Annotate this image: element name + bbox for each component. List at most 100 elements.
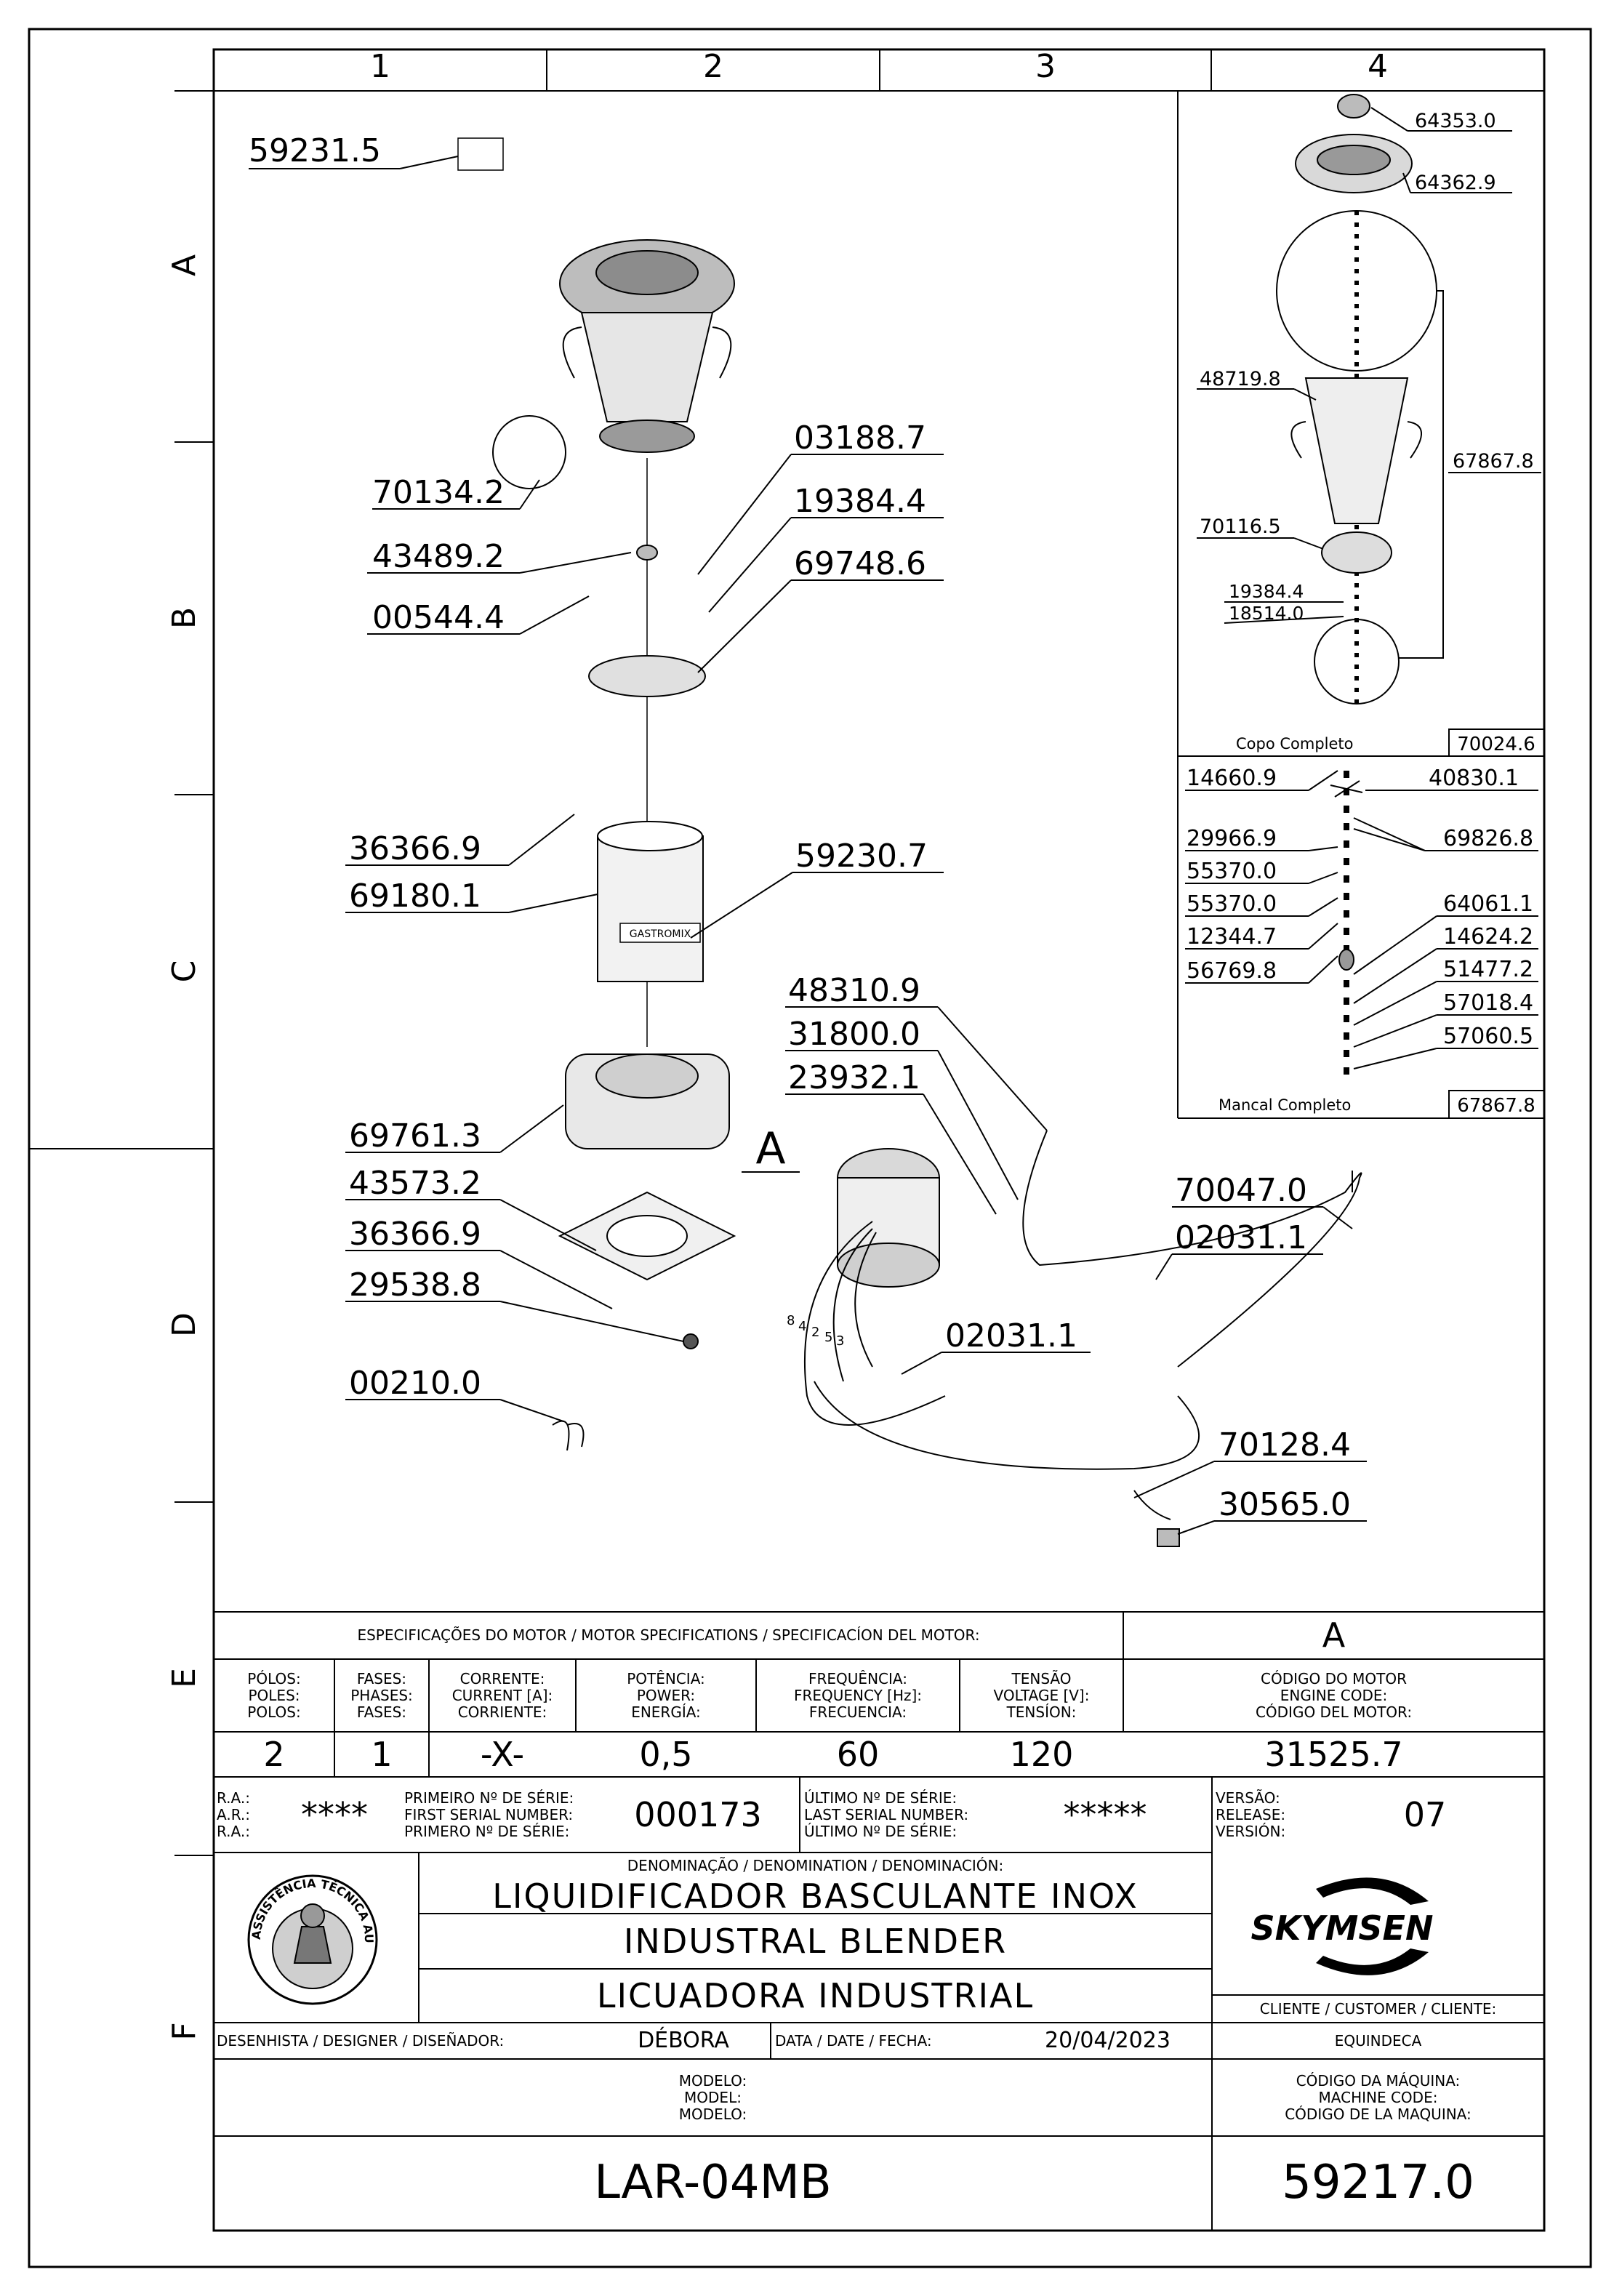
- part-label: 19384.4: [794, 483, 926, 520]
- spec-value-power: 0,5: [639, 1734, 693, 1774]
- part-label: 02031.1: [945, 1317, 1077, 1354]
- product-name-es: LICUADORA INDUSTRIAL: [596, 1975, 1035, 2015]
- part-label: 70047.0: [1175, 1172, 1307, 1209]
- inset-mancal-label: 14660.9: [1187, 766, 1277, 791]
- part-label: 43573.2: [349, 1165, 481, 1202]
- spec-value-phases: 1: [371, 1734, 393, 1774]
- machine-code-value: 59217.0: [1282, 2156, 1474, 2210]
- copo-illustration: [1276, 94, 1444, 705]
- version-value: 07: [1403, 1794, 1447, 1834]
- part-label: 36366.9: [349, 1216, 481, 1253]
- assistance-stamp: [247, 1874, 378, 2005]
- section-marker: A: [755, 1123, 785, 1174]
- part-label: 70128.4: [1218, 1426, 1351, 1464]
- part-label: 31800.0: [788, 1016, 920, 1053]
- base-parts-illustration: [552, 458, 736, 1451]
- date-label: DATA / DATE / FECHA:: [775, 2031, 932, 2050]
- designer-label: DESENHISTA / DESIGNER / DISEÑADOR:: [217, 2031, 505, 2050]
- revision-letter: A: [1322, 1615, 1346, 1655]
- part-label: 30565.0: [1218, 1486, 1351, 1523]
- part-label: 29538.8: [349, 1267, 481, 1304]
- spec-value-frequency: 60: [836, 1734, 880, 1774]
- spec-header-poles: PÓLOS: POLES: POLOS:: [247, 1669, 301, 1721]
- svg-text:ASSISTÊNCIA TÉCNICA AUTORIZADA: ASSISTÊNCIA TÉCNICA AUTORIZADA: [246, 1873, 376, 1943]
- part-label: 59231.5: [249, 132, 381, 169]
- part-label: 03188.7: [794, 420, 926, 457]
- wire-number: 2: [811, 1325, 819, 1340]
- designer-value: DÉBORA: [638, 2027, 729, 2053]
- client-label: CLIENTE / CUSTOMER / CLIENTE:: [1259, 1999, 1497, 2018]
- column-label-1: 1: [370, 48, 390, 85]
- first-serial-value: 000173: [634, 1794, 762, 1834]
- spec-value-poles: 2: [263, 1734, 285, 1774]
- box-brand-text: GASTROMIX: [630, 928, 691, 940]
- ra-label: R.A.: A.R.: R.A.:: [217, 1789, 250, 1840]
- column-label-4: 4: [1368, 48, 1388, 85]
- inset-copo-label: 48719.8: [1200, 368, 1281, 390]
- inset-copo-label: 64353.0: [1415, 110, 1496, 132]
- row-label-b: B: [166, 607, 203, 629]
- wire-number: 8: [787, 1313, 795, 1328]
- stamp-text-ring: ASSISTÊNCIA TÉCNICA AUTORIZADA: [246, 1873, 376, 1943]
- part-label: 00544.4: [372, 599, 505, 636]
- row-label-d: D: [166, 1312, 203, 1337]
- product-name-en: INDUSTRAL BLENDER: [623, 1921, 1008, 1961]
- motor-spec-heading: ESPECIFICAÇÕES DO MOTOR / MOTOR SPECIFIC…: [357, 1626, 980, 1644]
- label-plate: [457, 137, 504, 171]
- inset-copo-code: 70024.6: [1457, 734, 1535, 755]
- date-value: 20/04/2023: [1045, 2027, 1171, 2053]
- blender-jar-illustration: [492, 239, 735, 489]
- part-label: 69761.3: [349, 1117, 481, 1155]
- model-label: MODELO: MODEL: MODELO:: [678, 2071, 747, 2123]
- row-label-f: F: [166, 2022, 203, 2040]
- title-block-lines: [213, 1611, 1544, 2231]
- part-label: 36366.9: [349, 830, 481, 867]
- inset-mancal-label: 56769.8: [1187, 958, 1277, 984]
- spec-value-voltage: 120: [1009, 1734, 1074, 1774]
- inset-mancal-label: 57018.4: [1443, 990, 1533, 1016]
- wire-number: 5: [824, 1330, 832, 1345]
- row-label-e: E: [166, 1668, 203, 1688]
- product-name-pt: LIQUIDIFICADOR BASCULANTE INOX: [492, 1876, 1139, 1916]
- inset-mancal-code: 67867.8: [1457, 1095, 1535, 1117]
- inset-mancal-label: 64061.1: [1443, 891, 1533, 917]
- spec-header-phases: FASES: PHASES: FASES:: [350, 1669, 413, 1721]
- inset-mancal-label: 51477.2: [1443, 957, 1533, 982]
- spec-header-current: CORRENTE: CURRENT [A]: CORRIENTE:: [451, 1669, 553, 1721]
- inset-copo-label: 18514.0: [1229, 603, 1304, 624]
- part-label: 48310.9: [788, 972, 920, 1009]
- part-label: 23932.1: [788, 1059, 920, 1096]
- spec-header-power: POTÊNCIA: POWER: ENERGÍA:: [627, 1669, 705, 1721]
- last-serial-label: ÚLTIMO Nº DE SÉRIE: LAST SERIAL NUMBER: …: [804, 1789, 969, 1840]
- inset-mancal-label: 14624.2: [1443, 924, 1533, 950]
- inset-mancal-caption: Mancal Completo: [1218, 1096, 1351, 1114]
- last-serial-value: *****: [1063, 1794, 1147, 1834]
- inset-mancal-label: 12344.7: [1187, 924, 1277, 950]
- inset-copo-label: 67867.8: [1453, 450, 1534, 473]
- inset-copo-label: 64362.9: [1415, 172, 1496, 194]
- inset-mancal-label: 29966.9: [1187, 826, 1277, 851]
- engine-code-value: 31525.7: [1264, 1734, 1403, 1774]
- inset-copo-frame: [1177, 90, 1545, 757]
- main-leaders: [249, 168, 1367, 1535]
- part-label: 00210.0: [349, 1365, 481, 1402]
- column-label-3: 3: [1035, 48, 1056, 85]
- inset-mancal-label: 57060.5: [1443, 1024, 1533, 1049]
- mancal-illustration: [1330, 771, 1363, 1083]
- part-label: 59230.7: [795, 838, 928, 875]
- inset-mancal-label: 55370.0: [1187, 891, 1277, 917]
- part-label: 69180.1: [349, 878, 481, 915]
- column-label-2: 2: [703, 48, 723, 85]
- model-value: LAR-04MB: [594, 2156, 832, 2210]
- first-serial-label: PRIMEIRO Nº DE SÉRIE: FIRST SERIAL NUMBE…: [404, 1789, 574, 1840]
- part-label: 69748.6: [794, 545, 926, 582]
- inset-copo-caption: Copo Completo: [1236, 735, 1354, 752]
- inset-copo-label: 19384.4: [1229, 581, 1304, 602]
- part-label: 02031.1: [1175, 1219, 1307, 1256]
- engine-code-header: CÓDIGO DO MOTOR ENGINE CODE: CÓDIGO DEL …: [1255, 1669, 1413, 1721]
- row-label-c: C: [166, 960, 203, 983]
- motor-wiring-illustration: [803, 1130, 1362, 1547]
- version-label: VERSÃO: RELEASE: VERSIÓN:: [1216, 1789, 1286, 1840]
- spec-header-voltage: TENSÃO VOLTAGE [V]: TENSÍON:: [993, 1669, 1090, 1721]
